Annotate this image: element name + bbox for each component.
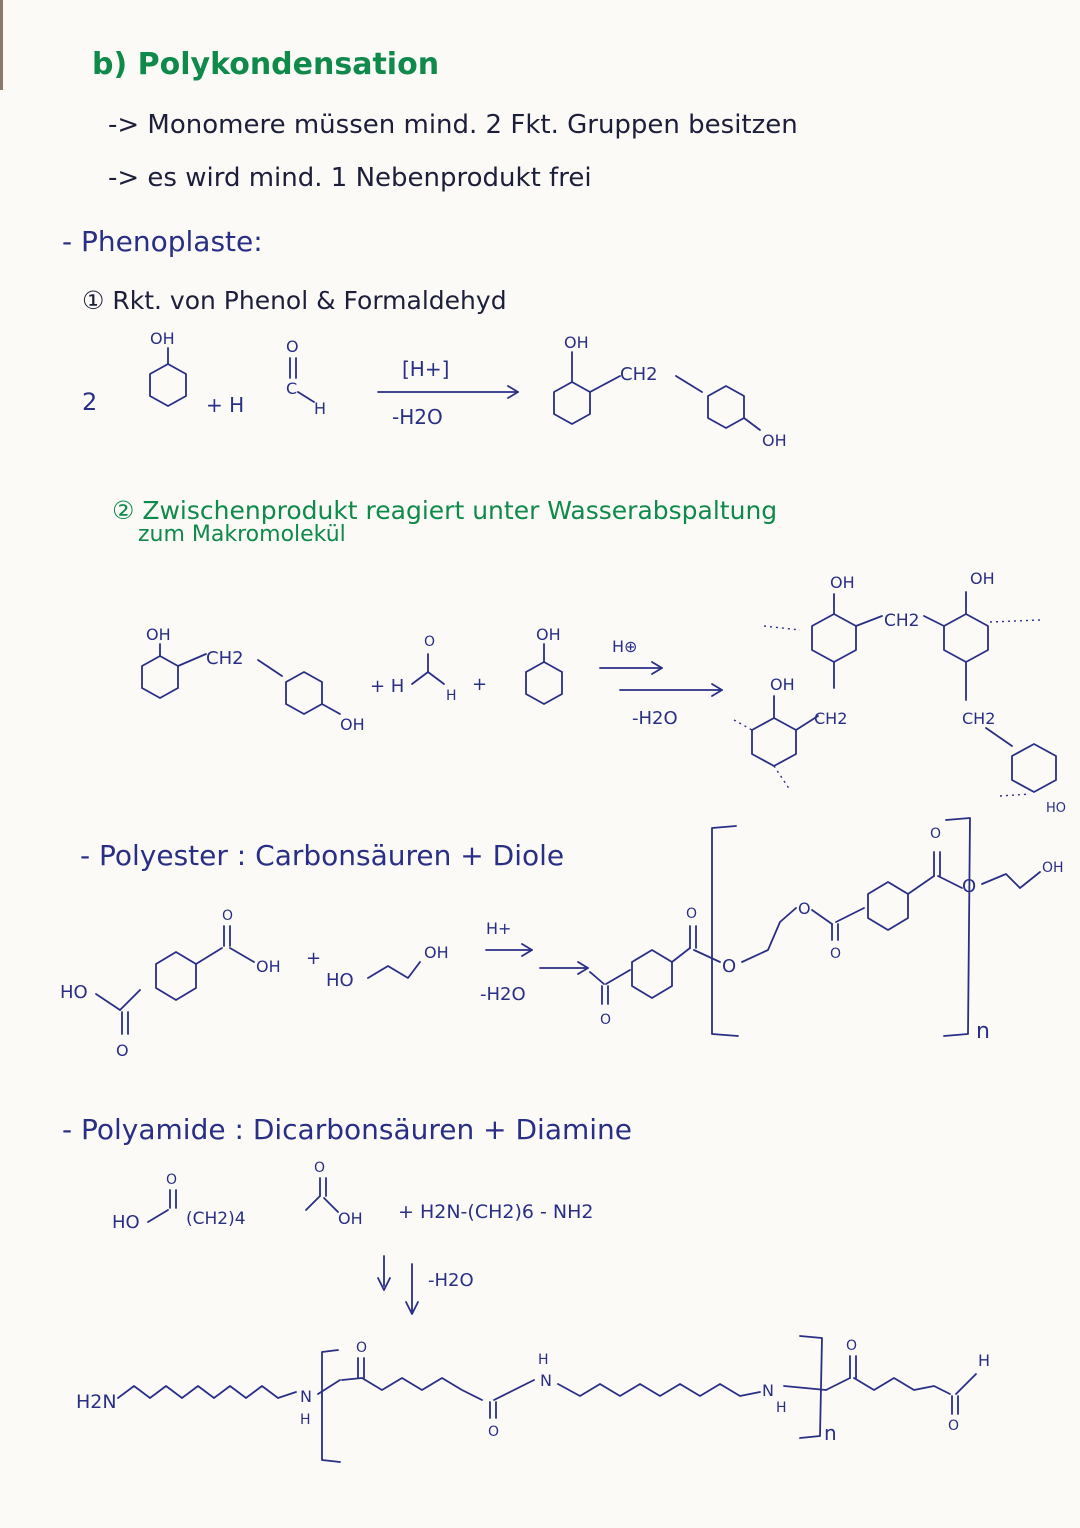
intermediate-ring-1 (141, 655, 179, 699)
chain-h-2: H (538, 1352, 549, 1368)
ester-ho-1: HO (60, 982, 88, 1003)
reaction-macromolecule: OH CH2 OH + H O H + OH H⊕ -H2O OH CH2 OH (141, 569, 1066, 816)
ester-oh-1: OH (256, 957, 281, 976)
chain-o-2: O (488, 1424, 499, 1440)
network-ch2-1: CH2 (884, 611, 919, 631)
phenoplaste-heading: - Phenoplaste: (62, 225, 263, 258)
network-ring-2 (943, 613, 989, 663)
formaldehyde-h: H (314, 399, 326, 418)
ester-o-6: O (798, 899, 811, 918)
formaldehyde-o: O (286, 337, 299, 356)
intermediate-oh-2: OH (340, 715, 365, 734)
phenoplaste-step1: ① Rkt. von Phenol & Formaldehyd (82, 286, 507, 315)
network-ho: HO (1046, 801, 1066, 816)
ester-o-4: O (686, 906, 697, 922)
network-oh-2: OH (970, 569, 995, 588)
ester-o-7: O (830, 946, 841, 962)
plus-h: + H (206, 393, 244, 417)
note-monomere: -> Monomere müssen mind. 2 Fkt. Gruppen … (108, 110, 798, 140)
diol-ho: HO (326, 970, 354, 991)
product-oh-1: OH (564, 333, 589, 352)
phenol-ring (149, 363, 187, 407)
diol-oh: OH (424, 943, 449, 962)
ester-plus: + (306, 948, 321, 969)
product-ring-2 (707, 385, 745, 429)
ester-minus-water: -H2O (480, 984, 526, 1005)
catalyst-h-plus: [H+] (402, 357, 449, 381)
chain-n-3: N (762, 1381, 774, 1400)
chain-h-end: H (978, 1351, 990, 1370)
diamine: + H2N-(CH2)6 - NH2 (398, 1201, 593, 1223)
catalyst-h-circle: H⊕ (612, 637, 637, 656)
polyester-heading: - Polyester : Carbonsäuren + Diole (80, 839, 565, 872)
network-oh-3: OH (770, 675, 795, 694)
phenoplaste-step2-line2: zum Makromolekül (138, 522, 346, 547)
chain-o-1: O (356, 1340, 367, 1356)
network-ch2-3: CH2 (962, 709, 995, 728)
chain-n-2: N (540, 1371, 552, 1390)
ester-n-index: n (976, 1019, 990, 1044)
acid-ch2-4: (CH2)4 (186, 1209, 246, 1229)
network-oh-1: OH (830, 573, 855, 592)
polyester-ring-1 (631, 949, 673, 999)
section-title: b) Polykondensation (92, 47, 440, 82)
formaldehyde-h-2: H (446, 688, 457, 704)
coef-2: 2 (82, 388, 97, 416)
reaction-phenol-formaldehyde: 2 OH + H O C H [H+] -H2O OH CH2 OH (82, 329, 787, 450)
note-nebenprodukt: -> es wird mind. 1 Nebenprodukt frei (108, 163, 592, 193)
acid-o-1: O (166, 1172, 177, 1188)
ester-o-1: O (116, 1041, 129, 1060)
formaldehyde-c: C (286, 379, 297, 398)
chain-h-3: H (776, 1400, 787, 1416)
ester-o-3: O (600, 1012, 611, 1028)
phenoplaste-step2: ② Zwischenprodukt reagiert unter Wassera… (112, 496, 778, 525)
product-ring-1 (553, 381, 591, 425)
chain-n-1: N (300, 1387, 312, 1406)
phenol-oh: OH (150, 329, 175, 348)
formaldehyde-o-2: O (424, 634, 435, 650)
minus-water-2: -H2O (632, 708, 678, 729)
plus-sign-1: + (472, 674, 487, 695)
intermediate-oh-1: OH (146, 625, 171, 644)
network-ring-1 (811, 613, 857, 663)
phenol-oh-2: OH (536, 625, 561, 644)
terephthalic-ring (155, 951, 197, 1001)
plus-h-2: + H (370, 676, 404, 697)
reaction-polyamide: HO O (CH2)4 O OH + H2N-(CH2)6 - NH2 -H2O… (76, 1160, 990, 1463)
acid-oh: OH (338, 1209, 363, 1228)
polyamide-heading: - Polyamide : Dicarbonsäuren + Diamine (62, 1113, 633, 1146)
ester-o-2: O (222, 908, 233, 924)
network-ring-3 (751, 717, 797, 767)
network-ch2-2: CH2 (814, 709, 847, 728)
chain-o-3: O (846, 1338, 857, 1354)
page-edge (0, 0, 3, 90)
ester-o-5: O (722, 956, 736, 977)
reaction-polyester: HO O O OH + HO OH H+ -H2O O O O (60, 817, 1064, 1060)
chain-h-1: H (300, 1412, 311, 1428)
product-ch2: CH2 (620, 364, 658, 385)
amide-minus-water: -H2O (428, 1270, 474, 1291)
acid-o-2: O (314, 1160, 325, 1176)
intermediate-ring-2 (285, 671, 323, 715)
intermediate-ch2: CH2 (206, 648, 244, 669)
ester-oh-end: OH (1042, 860, 1064, 876)
phenol-ring-2 (525, 661, 563, 705)
acid-ho: HO (112, 1212, 140, 1233)
network-ring-4 (1011, 743, 1057, 793)
amide-n-index: n (824, 1421, 837, 1445)
product-oh-2: OH (762, 431, 787, 450)
ester-catalyst: H+ (486, 919, 511, 938)
chain-o-4: O (948, 1418, 959, 1434)
polyester-ring-2 (867, 881, 909, 931)
minus-water-1: -H2O (392, 405, 443, 429)
ester-o-8: O (930, 826, 941, 842)
chain-h2n: H2N (76, 1391, 117, 1413)
